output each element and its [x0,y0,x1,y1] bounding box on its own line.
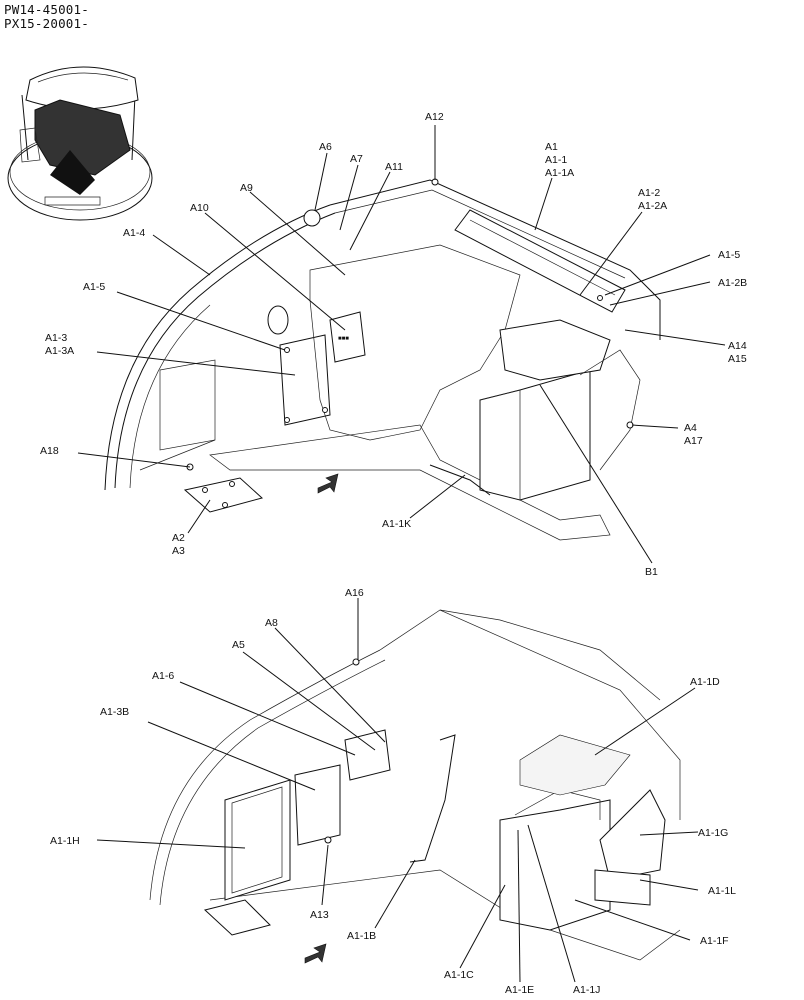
model-range-line-2: PX15-20001- [4,16,89,31]
callout-A18: A18 [40,445,59,457]
callout-A1-5-right: A1-5 [718,249,740,261]
callout-A1-1F: A1-1F [700,935,729,947]
callout-A1-2: A1-2 [638,187,660,199]
callout-A1-2A: A1-2A [638,200,667,212]
callout-A7: A7 [350,153,363,165]
callout-A1-3: A1-3 [45,332,67,344]
callout-A16: A16 [345,587,364,599]
leader-lines [77,125,726,983]
callout-A1-1K: A1-1K [382,518,411,530]
callout-A2: A2 [172,532,185,544]
machine-thumbnail [7,66,153,221]
callout-B1: B1 [645,566,658,578]
callout-A1-1E: A1-1E [505,984,534,996]
callout-A4: A4 [684,422,697,434]
callout-A14: A14 [728,340,747,352]
callout-A6: A6 [319,141,332,153]
callout-A1-1L: A1-1L [708,885,736,897]
model-range-line-1: PW14-45001- [4,2,89,17]
callout-A1-3A: A1-3A [45,345,74,357]
callout-A3: A3 [172,545,185,557]
callout-A11: A11 [385,161,403,173]
upper-frame-assembly: ■■■ [104,178,661,541]
callout-labels: A12 A1 A1-1 A1-1A A1-2 A1-2A A1-5 A1-2B … [40,111,747,996]
callout-A8: A8 [265,617,278,629]
callout-A1-1D: A1-1D [690,676,720,688]
callout-A10: A10 [190,202,209,214]
callout-A17: A17 [684,435,703,447]
lower-frame-assembly [149,609,681,964]
callout-A5: A5 [232,639,245,651]
svg-text:■■■: ■■■ [338,336,349,342]
callout-A1: A1 [545,141,558,153]
callout-A13: A13 [310,909,329,921]
callout-A1-1J: A1-1J [573,984,600,996]
callout-A1-1A: A1-1A [545,167,574,179]
callout-A1-3B: A1-3B [100,706,129,718]
callout-A12: A12 [425,111,444,123]
callout-A9: A9 [240,182,253,194]
callout-A1-4: A1-4 [123,227,145,239]
callout-A1-1C: A1-1C [444,969,474,981]
callout-A1-5-left: A1-5 [83,281,105,293]
callout-A1-1: A1-1 [545,154,567,166]
callout-A1-2B: A1-2B [718,277,747,289]
callout-A1-1G: A1-1G [698,827,728,839]
callout-A1-6: A1-6 [152,670,174,682]
callout-A15: A15 [728,353,747,365]
callout-A1-1B: A1-1B [347,930,376,942]
callout-A1-1H: A1-1H [50,835,80,847]
